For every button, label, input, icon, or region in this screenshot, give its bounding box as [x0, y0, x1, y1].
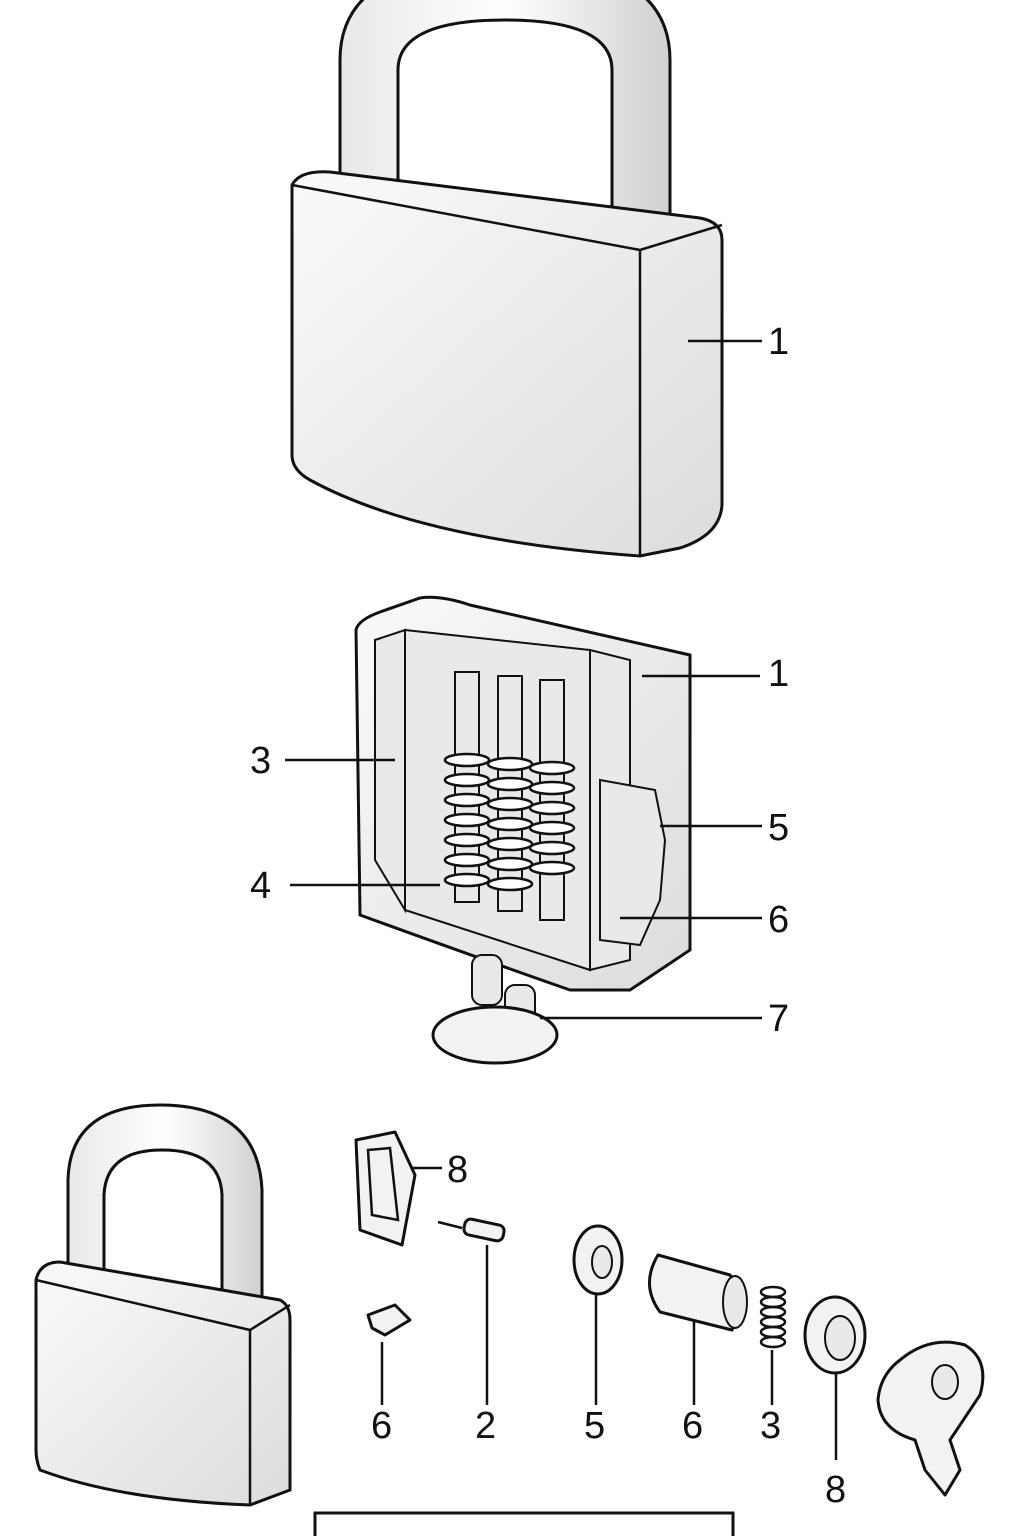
- callout-label: 1: [768, 653, 789, 695]
- padlock-cutaway: 1 3 4 5 6 7: [250, 595, 789, 1065]
- exploded-parts: 8 6 2 5 6 3 8: [354, 1130, 985, 1511]
- callout-label: 6: [768, 899, 789, 941]
- pin-part: [462, 1217, 506, 1243]
- callout-label: 8: [825, 1469, 846, 1511]
- cam-part: [876, 1340, 985, 1497]
- small-plate-part: [366, 1303, 412, 1337]
- callout-label: 1: [768, 321, 789, 363]
- pin-springs: [454, 671, 565, 921]
- caption-frame: [313, 1511, 735, 1536]
- lock-body-front: [290, 170, 724, 558]
- callout-label: 6: [682, 1405, 703, 1447]
- callout-label: 6: [371, 1405, 392, 1447]
- cylinder-plug: [431, 954, 559, 1065]
- padlock-closed: 1: [290, 0, 789, 558]
- callout-label: 8: [447, 1149, 468, 1191]
- callout-label: 3: [250, 740, 271, 782]
- padlock-small: [34, 1103, 292, 1507]
- callout-label: 5: [768, 807, 789, 849]
- spring-part: [759, 1285, 787, 1349]
- clip-part: [354, 1130, 417, 1247]
- callout-label: 3: [760, 1405, 781, 1447]
- callout-label: 5: [584, 1405, 605, 1447]
- callout-label: 7: [768, 998, 789, 1040]
- callout-label: 4: [250, 865, 271, 907]
- callout-label: 2: [475, 1405, 496, 1447]
- shackle: [338, 0, 672, 232]
